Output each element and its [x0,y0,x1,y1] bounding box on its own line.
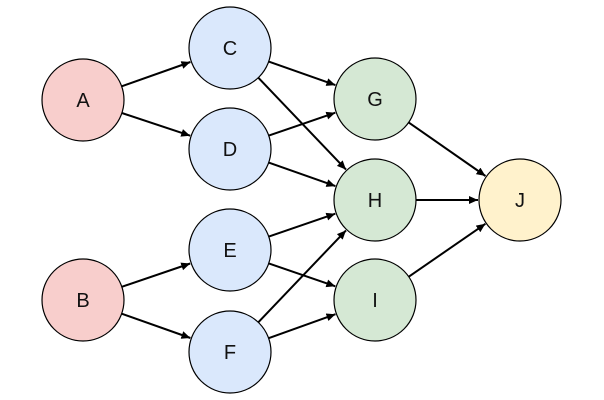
node-j-label: J [515,190,525,212]
node-f-circle [188,310,272,394]
nodes-layer: A B C D E F G H I J [41,6,562,394]
node-d-label: D [223,139,237,161]
edge-f-to-h [257,229,347,323]
node-h-label: H [368,190,382,212]
edge-f-to-i [268,313,336,340]
node-h: H [333,158,417,242]
node-a-circle [41,58,125,142]
node-a: A [41,58,125,142]
node-g-label: G [367,89,383,111]
edge-d-to-g [268,111,336,137]
edge-i-to-j [408,222,486,278]
node-d-circle [188,107,272,191]
node-h-circle [333,158,417,242]
node-i-circle [333,258,417,342]
edge-g-to-j [408,121,487,177]
edge-a-to-c [121,61,191,88]
node-i-label: I [372,290,378,312]
node-j: J [478,158,562,242]
edge-c-to-g [268,60,336,87]
edge-e-to-i [268,262,336,288]
node-c-label: C [223,38,237,60]
edge-b-to-e [121,262,191,288]
edge-a-to-d [121,112,191,137]
node-d: D [188,107,272,191]
node-j-circle [478,158,562,242]
edge-e-to-h [268,212,336,238]
node-c-circle [188,6,272,90]
edge-b-to-f [121,312,191,339]
node-b-circle [41,258,125,342]
node-f: F [188,310,272,394]
node-c: C [188,6,272,90]
node-b: B [41,258,125,342]
node-f-label: F [224,342,236,364]
node-a-label: A [76,90,90,112]
node-i: I [333,258,417,342]
node-g-circle [333,57,417,141]
node-e-circle [188,208,272,292]
node-e-label: E [223,240,236,262]
node-g: G [333,57,417,141]
edge-d-to-h [268,161,336,188]
node-e: E [188,208,272,292]
edges-layer [121,60,487,340]
node-b-label: B [76,290,89,312]
